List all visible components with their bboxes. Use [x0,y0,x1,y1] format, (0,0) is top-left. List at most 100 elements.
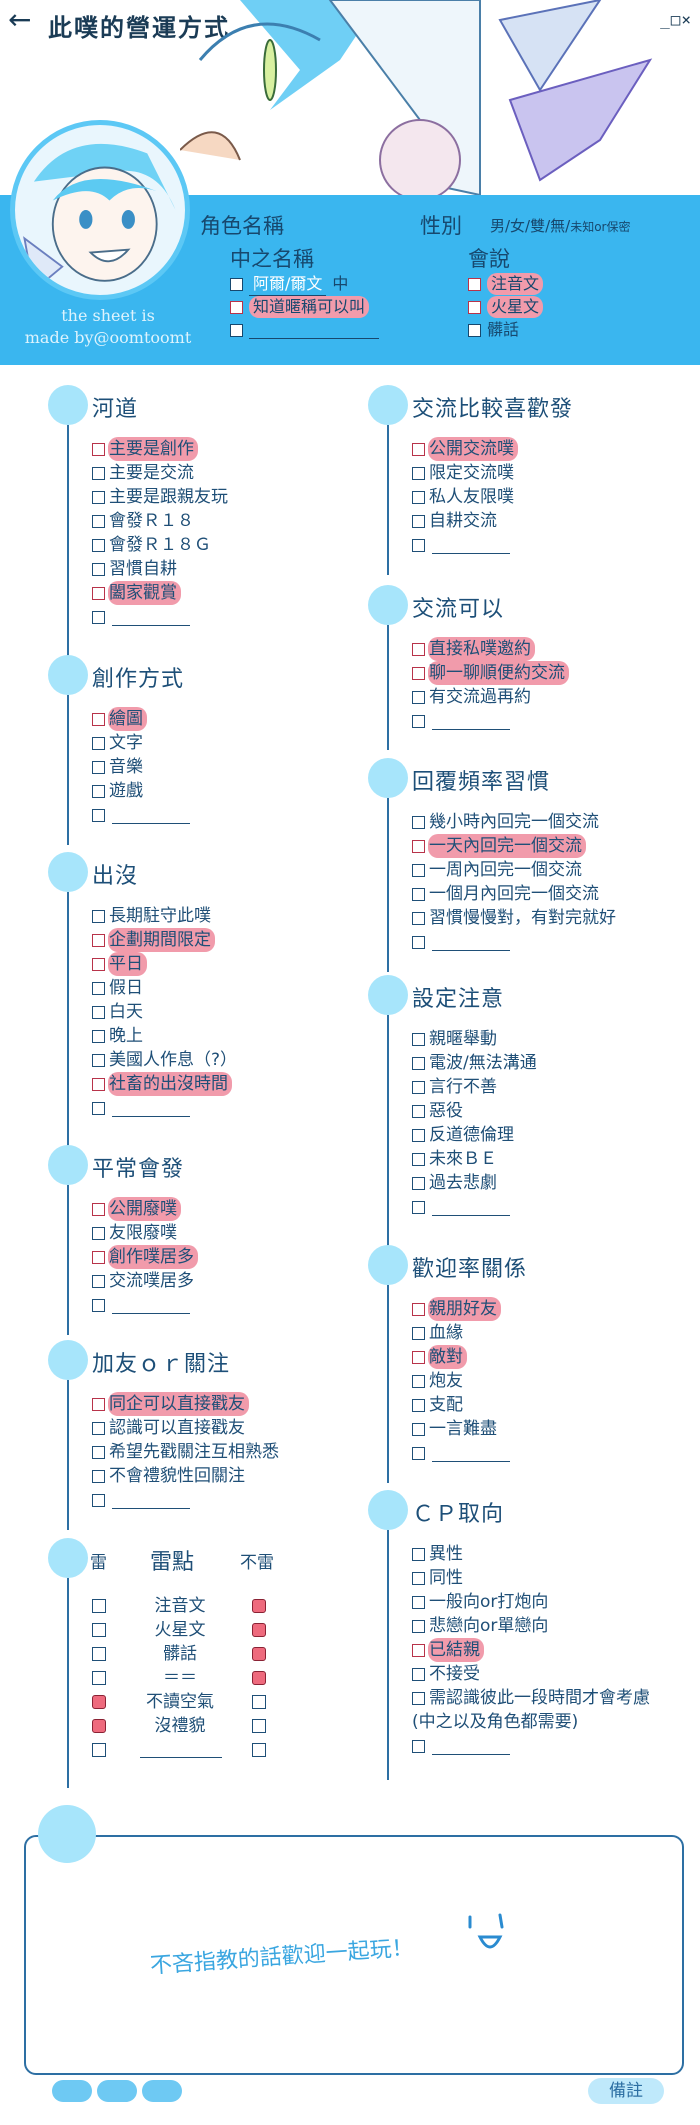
checkbox[interactable] [92,712,105,726]
checkbox[interactable] [412,1104,425,1118]
option-setting[interactable]: 惡役 [412,1099,467,1123]
checkbox[interactable] [468,323,481,337]
option-river[interactable]: 主要是交流 [92,461,198,485]
option-ok[interactable]: 有交流過再約 [412,685,535,709]
option-welcome[interactable]: 血緣 [412,1321,467,1345]
checkbox[interactable] [92,1250,105,1264]
option-creation[interactable]: 繪圖 [92,707,147,731]
checkbox[interactable] [412,1374,425,1388]
option-river[interactable]: 會發Ｒ１８Ｇ [92,533,215,557]
blank-field[interactable] [249,321,379,339]
checkbox[interactable] [92,1029,105,1043]
remark-button[interactable]: 備註 [588,2078,664,2104]
checkbox[interactable] [92,1226,105,1240]
blank-field[interactable] [432,933,510,951]
option-welcome[interactable]: 一言難盡 [412,1417,501,1441]
option-blank[interactable] [412,1734,510,1758]
mine-checkbox-left[interactable] [92,1671,106,1685]
mine-checkbox-left[interactable] [92,1695,106,1709]
option-blank[interactable] [412,533,510,557]
checkbox[interactable] [412,1446,425,1460]
checkbox[interactable] [412,1643,425,1657]
checkbox[interactable] [412,1326,425,1340]
option-usual[interactable]: 創作噗居多 [92,1245,198,1269]
blank-field[interactable] [432,1198,510,1216]
option-river[interactable]: 闔家觀賞 [92,581,181,605]
checkbox[interactable] [92,442,105,456]
checkbox[interactable] [412,1571,425,1585]
checkbox[interactable] [412,815,425,829]
option-reply[interactable]: 一周內回完一個交流 [412,858,586,882]
checkbox[interactable] [92,1202,105,1216]
checkbox[interactable] [412,1200,425,1214]
checkbox[interactable] [412,1422,425,1436]
option-ok[interactable]: 直接私噗邀約 [412,637,535,661]
option-presence[interactable]: 假日 [92,976,147,1000]
option-welcome[interactable]: 支配 [412,1393,467,1417]
option-prefer[interactable]: 私人友限噗 [412,485,518,509]
checkbox[interactable] [92,610,105,624]
checkbox[interactable] [92,784,105,798]
blank-field[interactable] [112,1491,190,1509]
option-blank[interactable] [92,1293,190,1317]
checkbox[interactable] [92,808,105,822]
checkbox[interactable] [92,466,105,480]
option-friend[interactable]: 希望先戳關注互相熟悉 [92,1440,283,1464]
option-creation[interactable]: 音樂 [92,755,147,779]
option-creation[interactable]: 文字 [92,731,147,755]
option-presence[interactable]: 美國人作息（?） [92,1048,241,1072]
option-reply[interactable]: 幾小時內回完一個交流 [412,810,603,834]
option-cp[interactable]: 悲戀向or單戀向 [412,1614,552,1638]
checkbox[interactable] [412,1691,425,1705]
option-usual[interactable]: 公開廢噗 [92,1197,181,1221]
checkbox[interactable] [468,277,481,291]
blank-field[interactable] [140,1740,222,1758]
language-option[interactable]: 髒話 [468,319,519,341]
option-presence[interactable]: 長期駐守此噗 [92,904,215,928]
checkbox[interactable] [412,1302,425,1316]
mine-checkbox-left[interactable] [92,1623,106,1637]
checkbox[interactable] [412,1128,425,1142]
checkbox[interactable] [412,1547,425,1561]
checkbox[interactable] [412,935,425,949]
mine-checkbox-right[interactable] [252,1599,266,1613]
checkbox[interactable] [412,514,425,528]
checkbox[interactable] [92,1445,105,1459]
option-blank[interactable] [412,1195,510,1219]
blank-field[interactable] [432,712,510,730]
page-pill[interactable] [52,2080,92,2102]
option-creation[interactable]: 遊戲 [92,779,147,803]
option-cp[interactable]: 一般向or打炮向 [412,1590,552,1614]
mine-checkbox-left[interactable] [92,1719,106,1733]
option-welcome[interactable]: 炮友 [412,1369,467,1393]
blank-field[interactable] [112,608,190,626]
checkbox[interactable] [92,586,105,600]
checkbox[interactable] [92,1469,105,1483]
checkbox[interactable] [412,1350,425,1364]
inner-blank-row[interactable] [230,319,379,341]
option-cp[interactable]: 已結親 [412,1638,484,1662]
option-blank[interactable] [92,605,190,629]
language-option[interactable]: 注音文 [468,273,544,295]
option-ok[interactable]: 聊一聊順便約交流 [412,661,569,685]
page-pill[interactable] [142,2080,182,2102]
checkbox[interactable] [92,1101,105,1115]
option-river[interactable]: 會發Ｒ１８ [92,509,198,533]
checkbox[interactable] [412,1152,425,1166]
option-reply[interactable]: 習慣慢慢對，有對完就好 [412,906,620,930]
option-friend[interactable]: 同企可以直接戳友 [92,1392,249,1416]
mine-checkbox-left[interactable] [92,1647,106,1661]
blank-field[interactable] [432,1737,510,1755]
back-arrow-icon[interactable]: ← [8,3,32,36]
option-blank[interactable] [412,930,510,954]
option-prefer[interactable]: 限定交流噗 [412,461,518,485]
blank-field[interactable] [112,1296,190,1314]
option-presence[interactable]: 企劃期間限定 [92,928,215,952]
option-presence[interactable]: 平日 [92,952,147,976]
gender-options[interactable]: 男/女/雙/無/未知or保密 [490,215,631,236]
checkbox[interactable] [412,911,425,925]
option-welcome[interactable]: 親朋好友 [412,1297,501,1321]
option-cp[interactable]: 不接受 [412,1662,484,1686]
checkbox[interactable] [92,514,105,528]
option-prefer[interactable]: 自耕交流 [412,509,501,533]
